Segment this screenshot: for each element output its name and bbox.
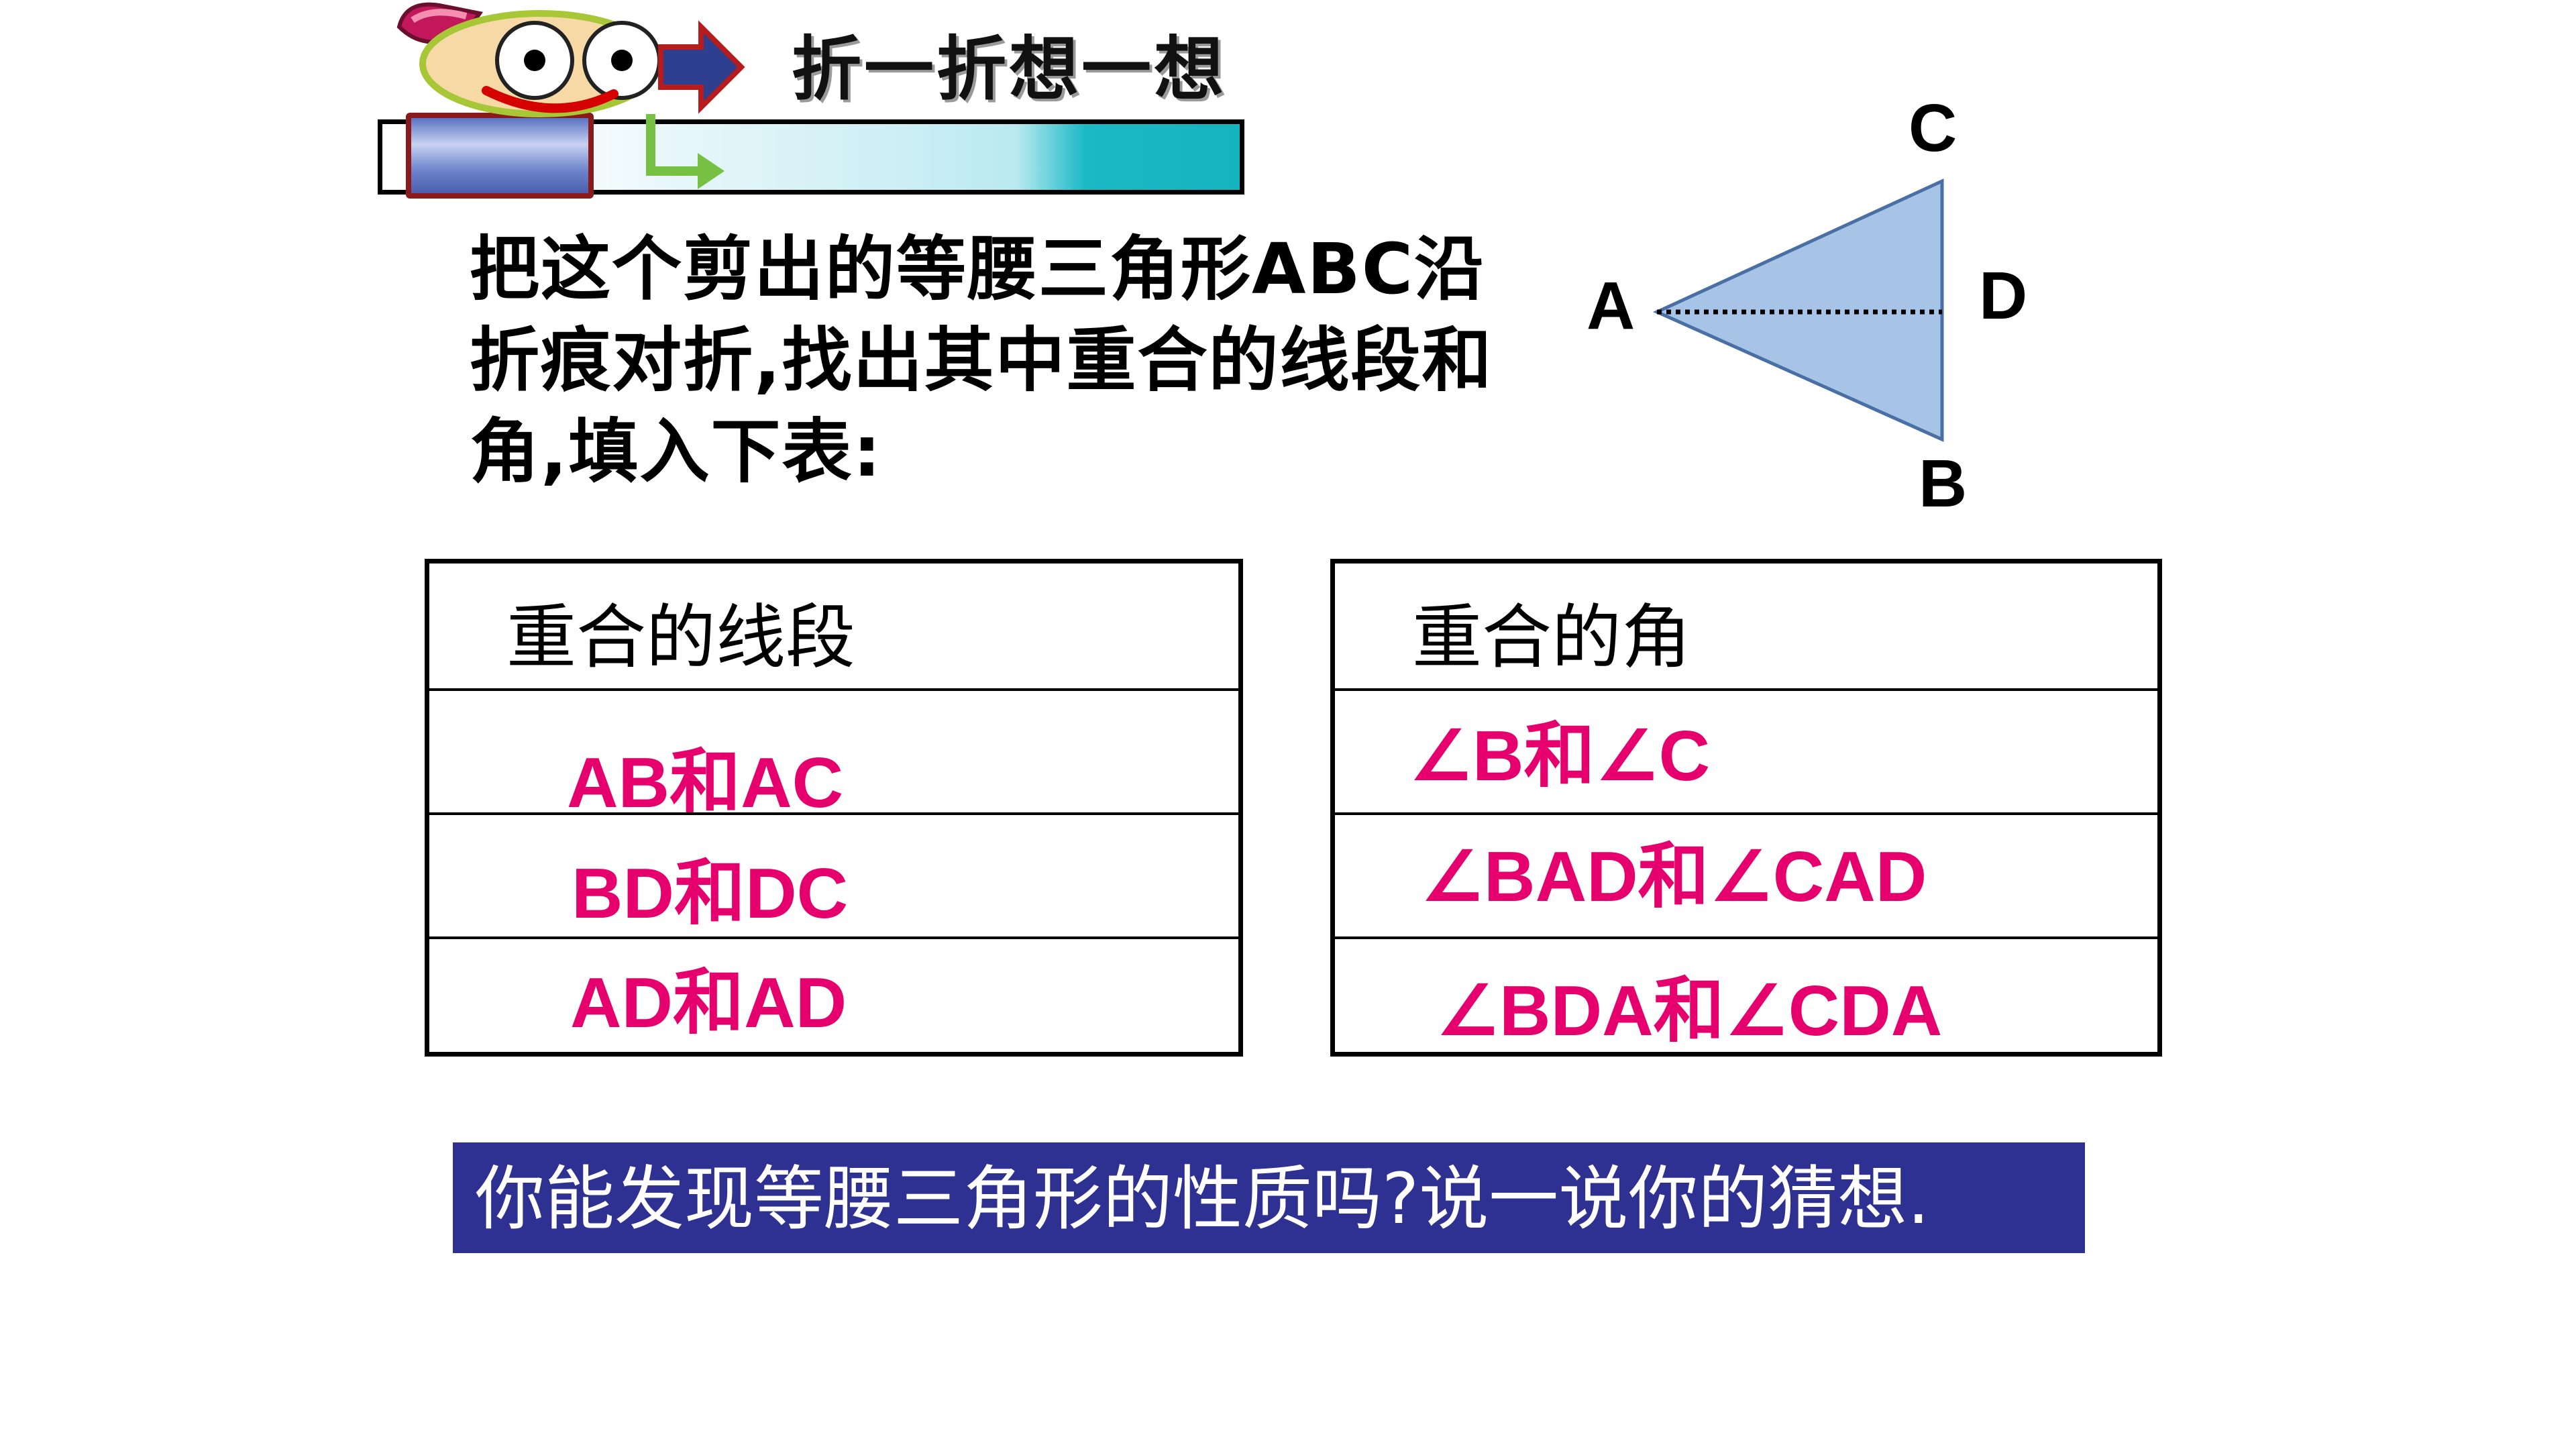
angles-table-header-row: 重合的角 — [1335, 564, 2157, 688]
segments-table: 重合的线段 AB和AC BD和DC AD和AD — [425, 559, 1243, 1057]
instruction-line-2: 折痕对折,找出其中重合的线段和 — [470, 319, 1493, 401]
table-row: ∠B和∠C — [1335, 688, 2157, 812]
angle-pair-1: ∠B和∠C — [1409, 716, 1711, 796]
instruction-line-3: 角,填入下表: — [470, 411, 883, 492]
point-label-c: C — [1909, 91, 1957, 166]
instruction-text: 把这个剪出的等腰三角形ABC沿 折痕对折,找出其中重合的线段和 角,填入下表: — [470, 223, 1570, 497]
table-row: AB和AC — [429, 688, 1238, 822]
section-title: 折一折想一想 — [792, 28, 1227, 110]
cartoon-mascot-icon — [396, 2, 745, 189]
book-icon — [406, 113, 594, 199]
segment-pair-1: AB和AC — [567, 743, 844, 822]
angle-pair-3: ∠BDA和∠CDA — [1436, 971, 1943, 1051]
angles-table: 重合的角 ∠B和∠C ∠BAD和∠CAD ∠BDA和∠CDA — [1330, 559, 2162, 1057]
point-label-d: D — [1979, 258, 2027, 333]
table-row: AD和AD — [429, 936, 1238, 1052]
segments-table-header-row: 重合的线段 — [429, 564, 1238, 688]
table-row: ∠BDA和∠CDA — [1335, 936, 2157, 1052]
angles-table-header: 重合的角 — [1412, 596, 1692, 678]
point-label-b: B — [1919, 446, 1967, 521]
triangle-diagram: A C D B — [1587, 91, 2027, 521]
segments-table-header: 重合的线段 — [506, 596, 856, 678]
table-row: BD和DC — [429, 812, 1238, 936]
question-banner — [453, 1142, 2085, 1253]
point-label-a: A — [1587, 268, 1635, 343]
table-row: ∠BAD和∠CAD — [1335, 812, 2157, 936]
isosceles-triangle-figure: A C D B — [1563, 80, 2073, 523]
angle-pair-2: ∠BAD和∠CAD — [1420, 837, 1927, 916]
instruction-line-1: 把这个剪出的等腰三角形ABC沿 — [470, 228, 1486, 310]
segment-pair-3: AD和AD — [570, 963, 847, 1042]
question-text: 你能发现等腰三角形的性质吗?说一说你的猜想. — [475, 1158, 1930, 1240]
segment-pair-2: BD和DC — [572, 854, 849, 933]
